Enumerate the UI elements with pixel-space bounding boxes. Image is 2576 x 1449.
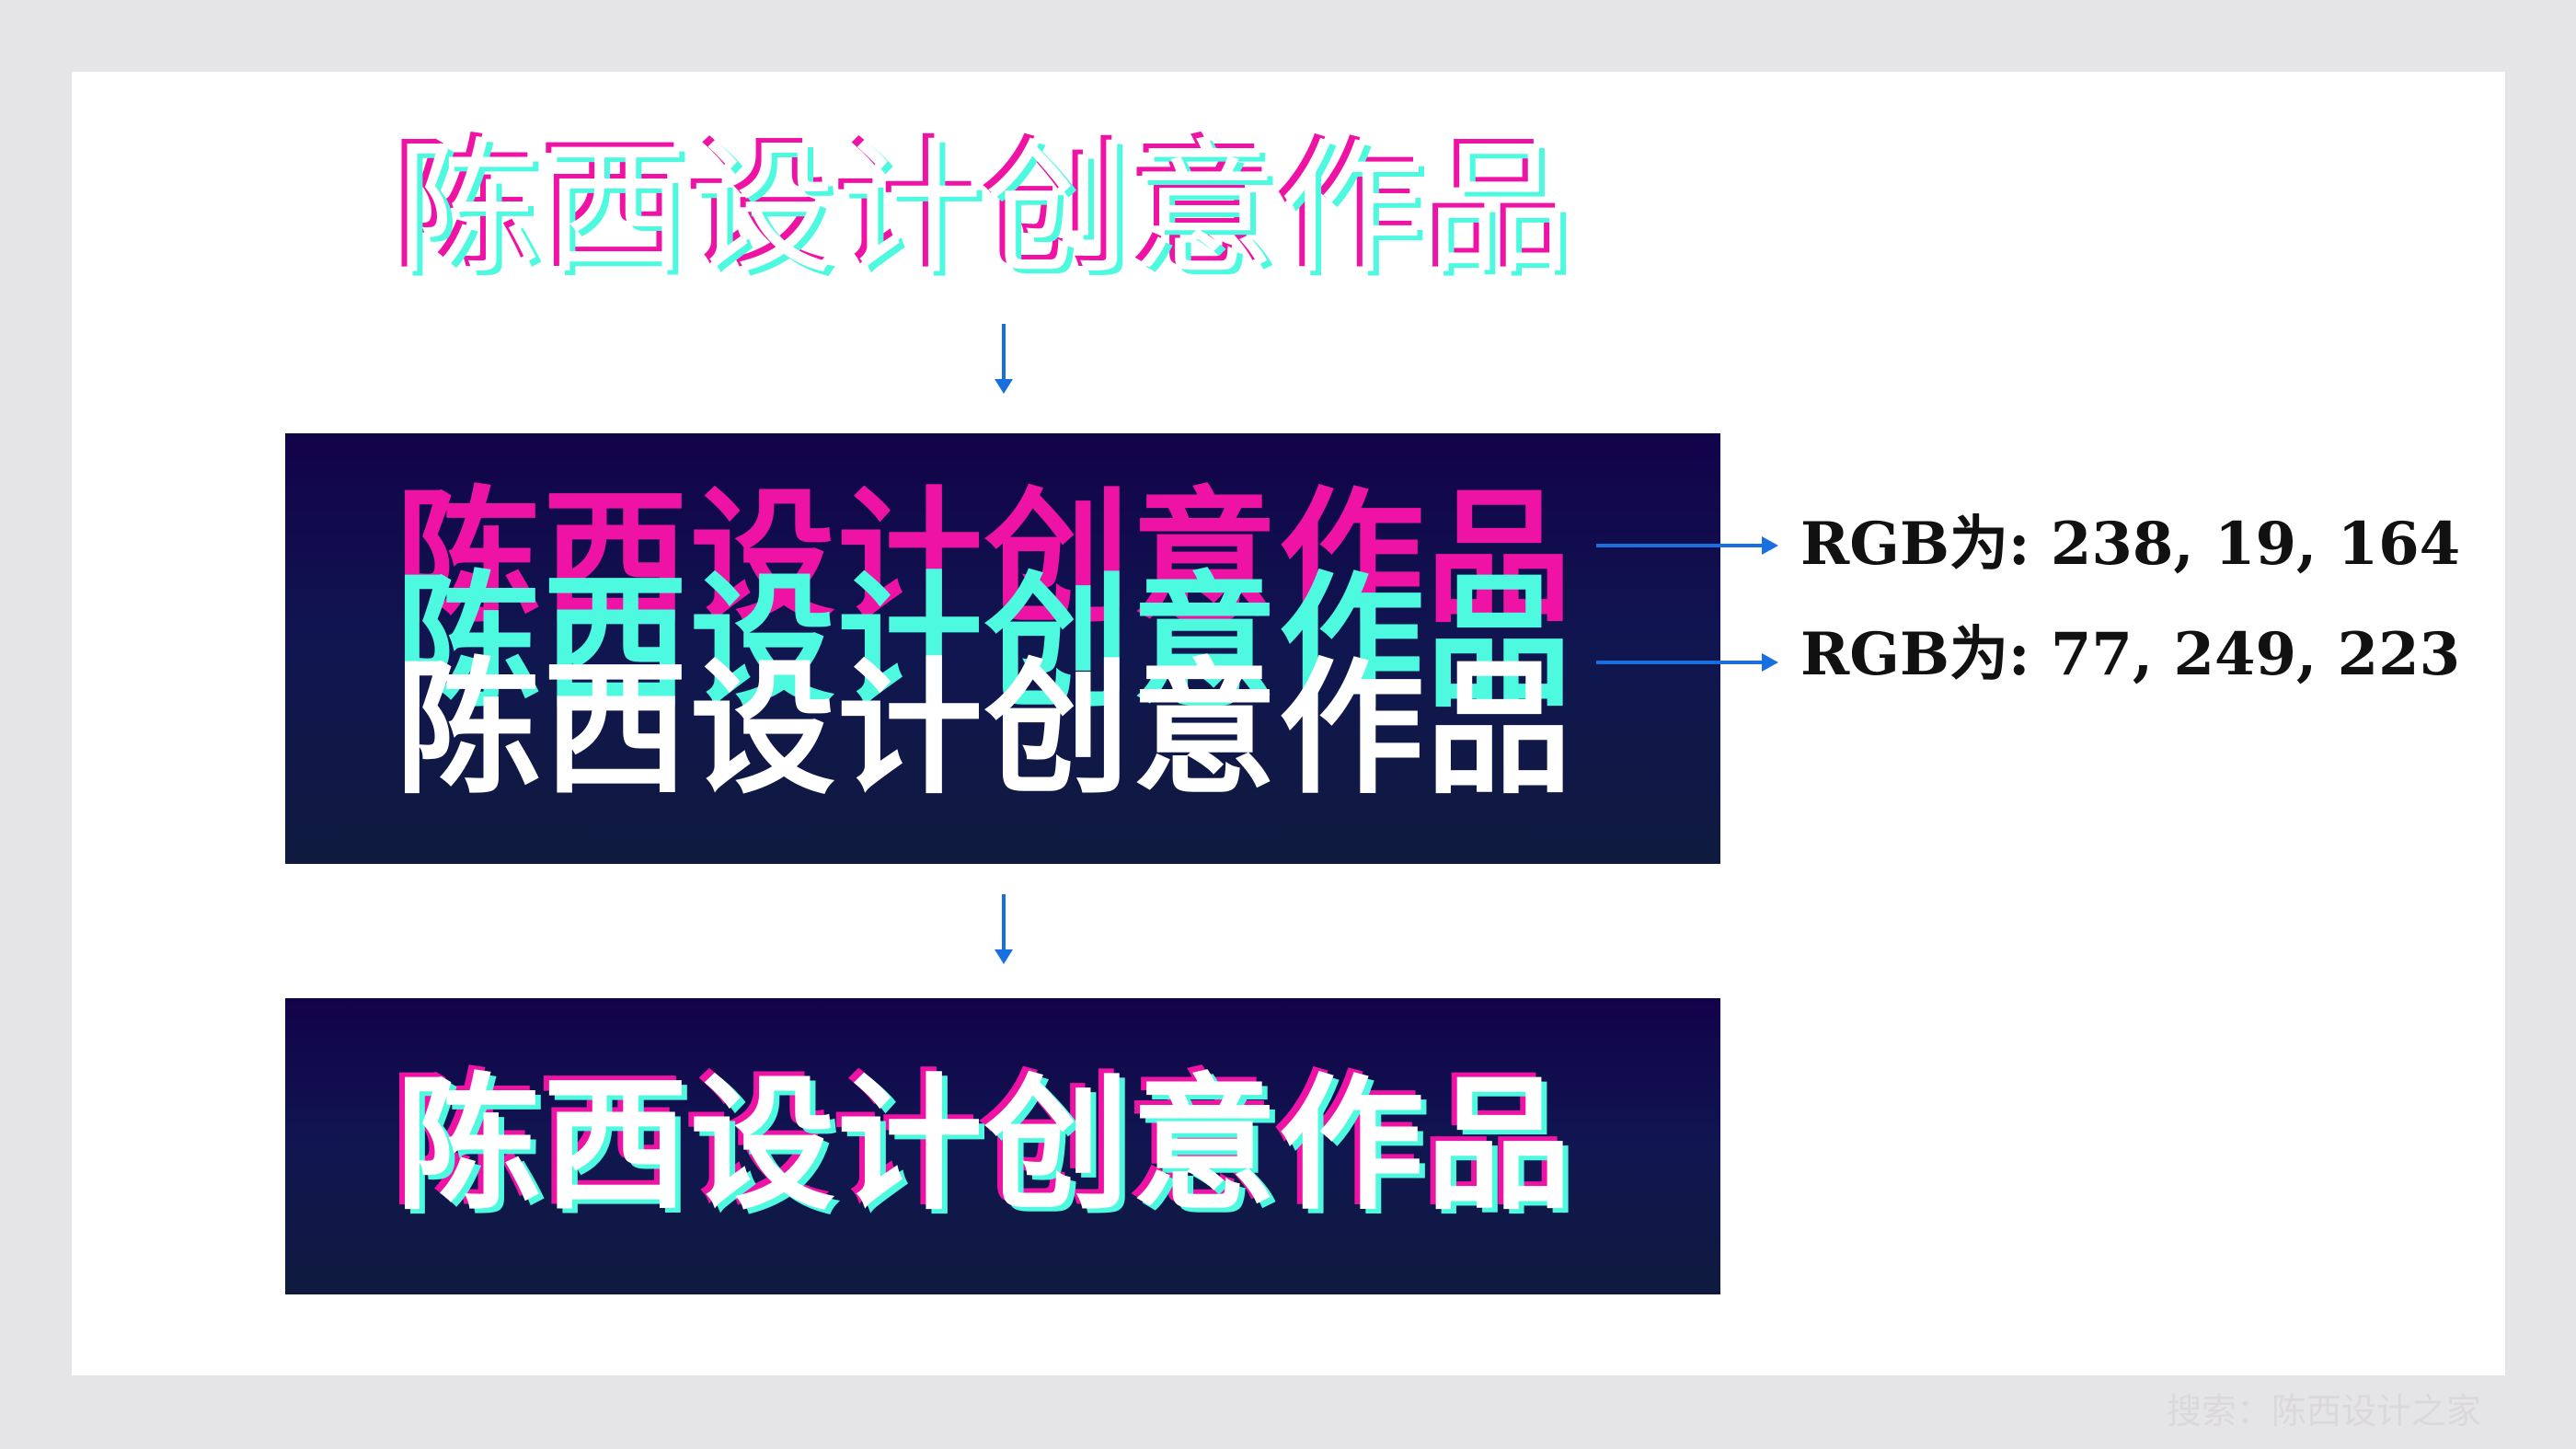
- layer-separation-panel: 陈西设计创意作品 陈西设计创意作品 陈西设计创意作品: [285, 433, 1720, 864]
- title-cyan-layer: 陈西设计创意作品: [401, 130, 1579, 299]
- cyan-text-layer: 陈西设计创意作品: [396, 558, 1573, 728]
- cyan-rgb-label: RGB为: 77, 249, 223: [1800, 620, 2461, 689]
- arrow-down-icon: [993, 894, 1015, 966]
- final-white-layer: 陈西设计创意作品: [396, 1061, 1573, 1230]
- final-cyan-layer: 陈西设计创意作品: [401, 1065, 1579, 1235]
- arrow-right-icon: [1596, 651, 1780, 673]
- pink-rgb-label: RGB为: 238, 19, 164: [1800, 510, 2461, 579]
- watermark: 搜索：陈西设计之家: [2167, 1391, 2482, 1432]
- title-white-layer: 陈西设计创意作品: [396, 125, 1573, 294]
- pink-text-layer: 陈西设计创意作品: [396, 474, 1573, 643]
- final-result-panel: 陈西设计创意作品 陈西设计创意作品 陈西设计创意作品: [285, 998, 1720, 1294]
- final-title-glitch: 陈西设计创意作品 陈西设计创意作品 陈西设计创意作品: [390, 1058, 1628, 1233]
- white-text-layer: 陈西设计创意作品: [396, 645, 1573, 814]
- arrow-right-icon: [1596, 535, 1780, 557]
- arrow-down-icon: [993, 324, 1015, 396]
- sample-title-outline: 陈西设计创意作品 陈西设计创意作品 陈西设计创意作品: [390, 122, 1702, 297]
- title-pink-layer: 陈西设计创意作品: [390, 121, 1568, 290]
- final-pink-layer: 陈西设计创意作品: [390, 1056, 1568, 1225]
